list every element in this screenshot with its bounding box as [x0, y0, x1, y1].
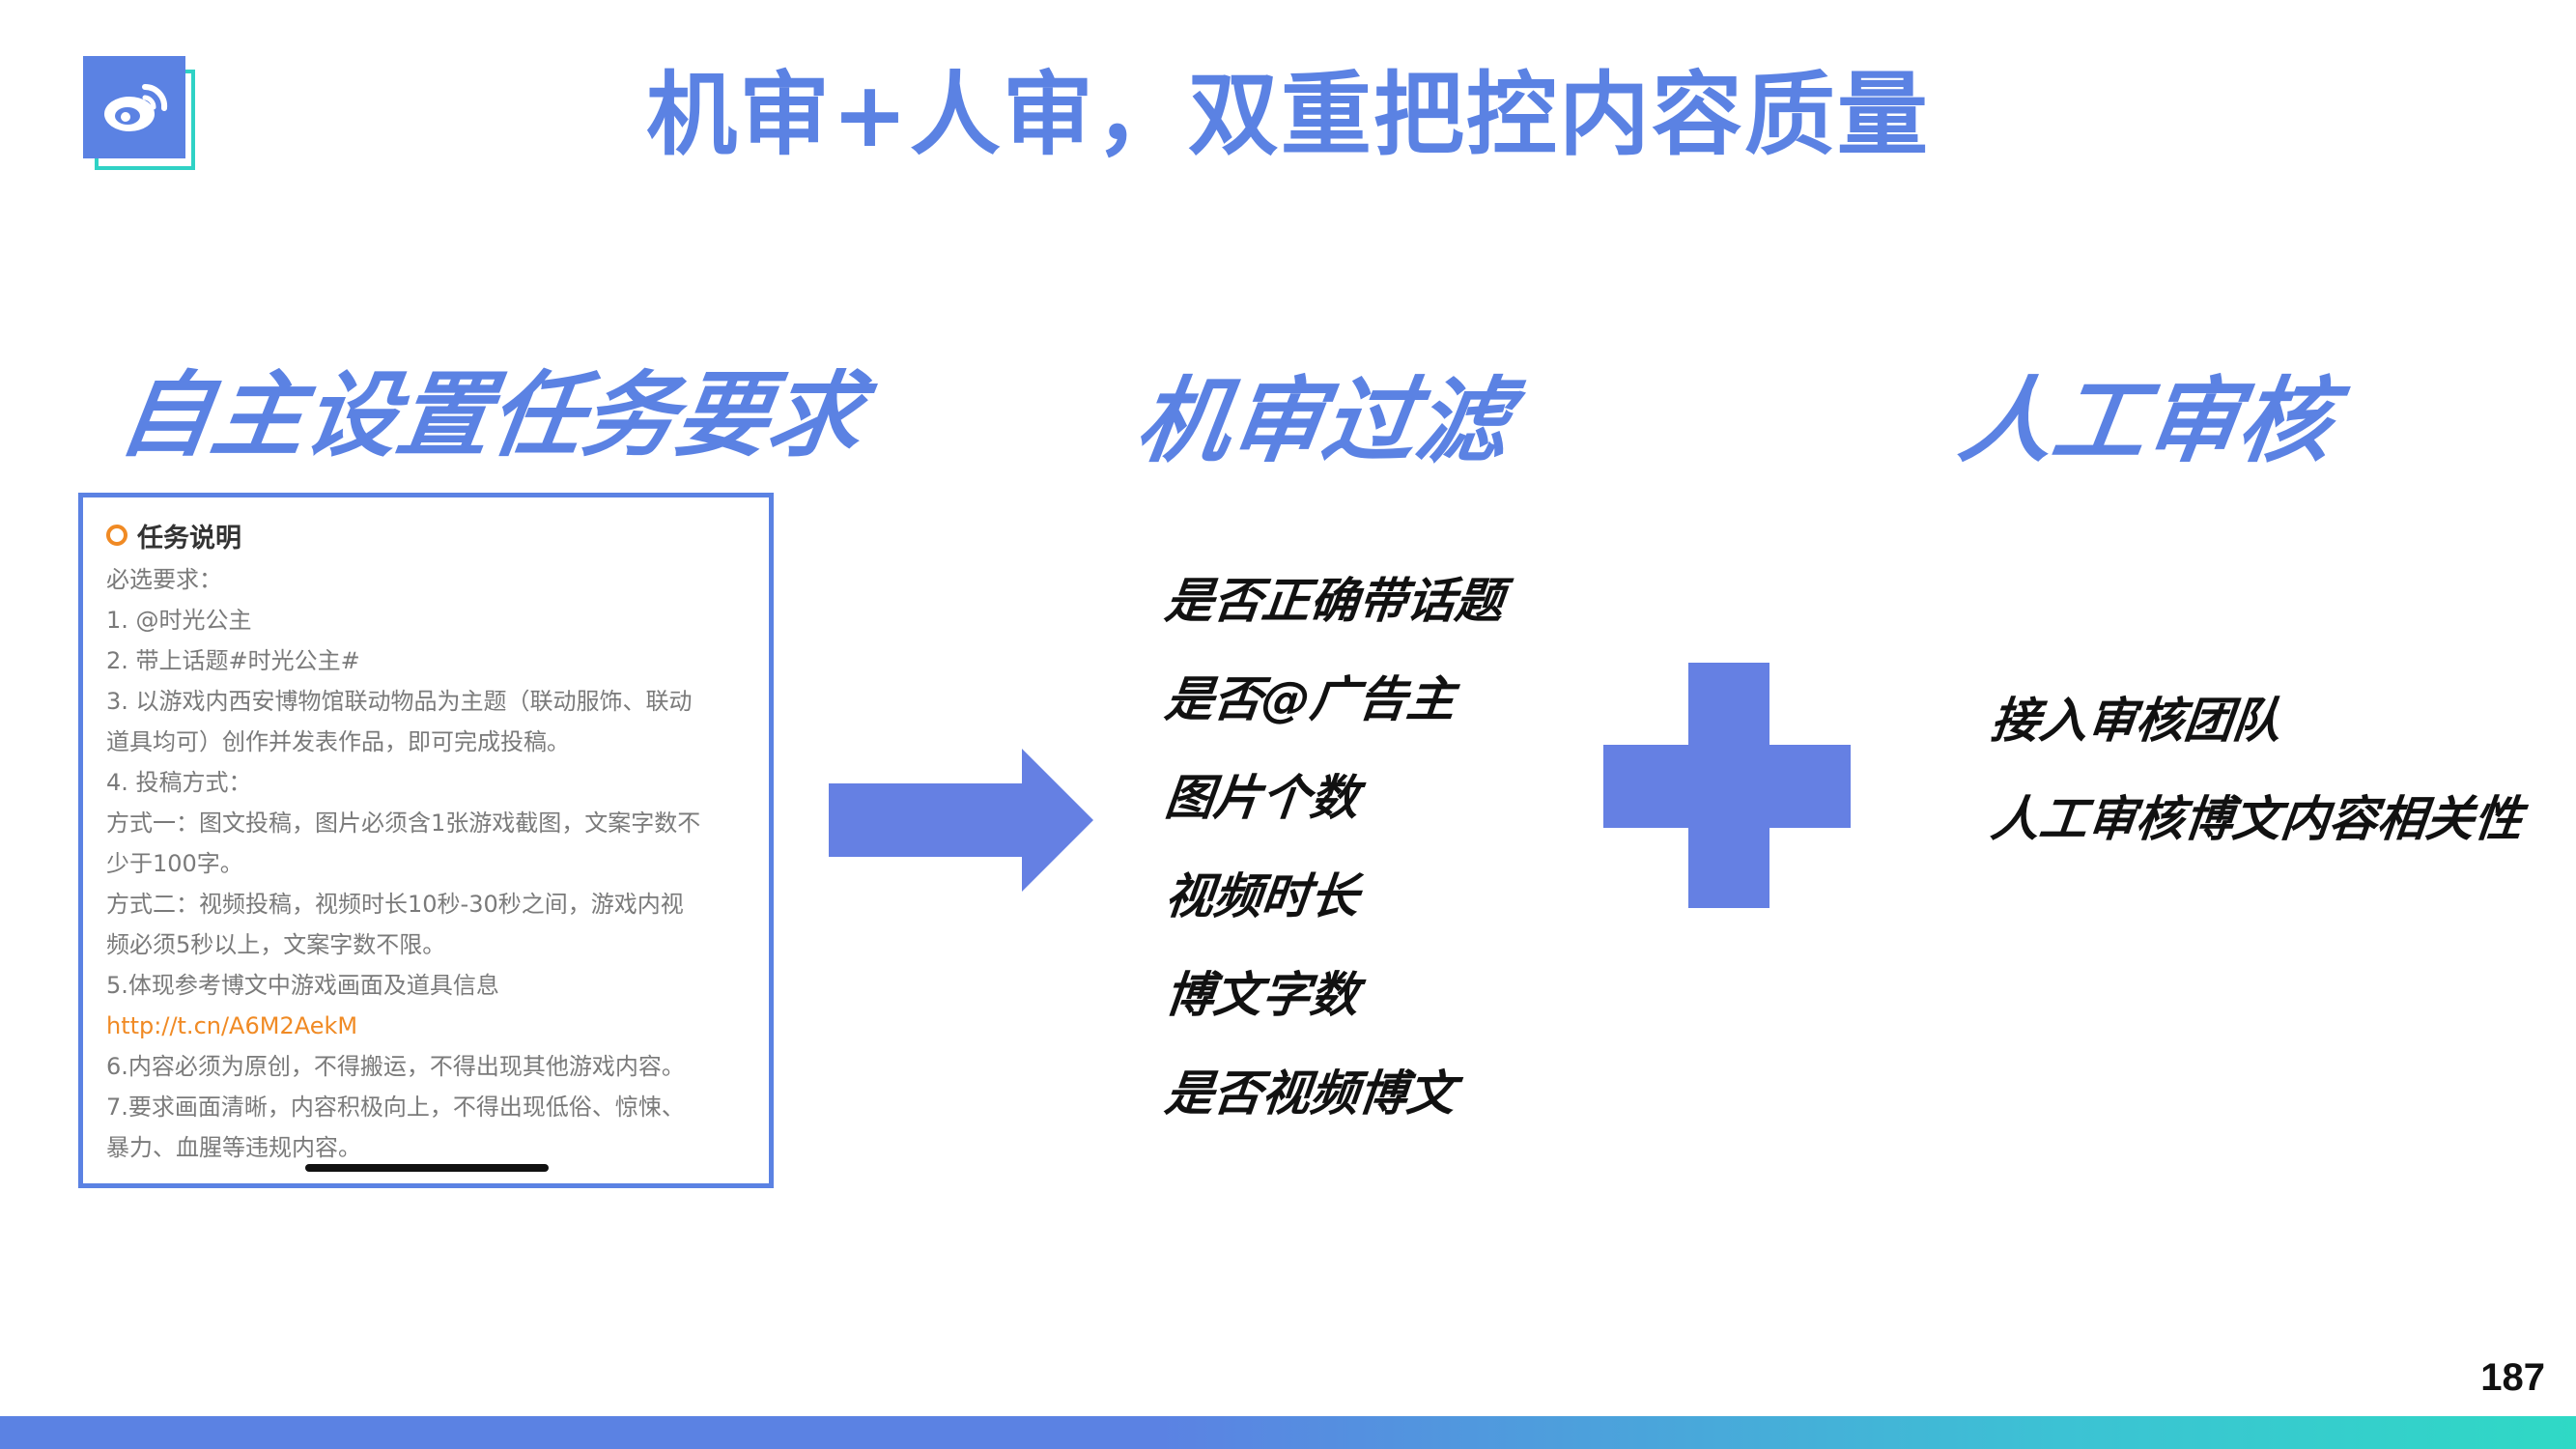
page-number: 187 [2480, 1356, 2545, 1399]
task-line: 2. 带上话题#时光公主# [106, 647, 360, 674]
task-line: 6.内容必须为原创，不得搬运，不得出现其他游戏内容。 [106, 1053, 685, 1080]
task-line: 频必须5秒以上，文案字数不限。 [106, 931, 446, 958]
task-title: 任务说明 [137, 523, 241, 554]
task-line: 道具均可）创作并发表作品，即可完成投稿。 [106, 728, 570, 755]
heading-human-review: 人工审核 [1953, 367, 2339, 475]
task-line: 少于100字。 [106, 850, 243, 877]
home-indicator [305, 1164, 549, 1172]
criteria-item: 视频时长 [1162, 868, 1362, 924]
task-line: 3. 以游戏内西安博物馆联动物品为主题（联动服饰、联动 [106, 688, 693, 715]
criteria-item: 是否正确带话题 [1162, 573, 1507, 629]
criteria-item: 是否@广告主 [1162, 671, 1458, 727]
task-lines: 必选要求： 1. @时光公主 2. 带上话题#时光公主# 3. 以游戏内西安博物… [106, 559, 748, 1168]
machine-review-list: 是否正确带话题 是否@广告主 图片个数 视频时长 博文字数 是否视频博文 [1163, 566, 1507, 1157]
task-line: 1. @时光公主 [106, 607, 252, 634]
criteria-item: 是否视频博文 [1162, 1065, 1458, 1122]
task-line: 必选要求： [106, 566, 222, 593]
reference-link[interactable]: http://t.cn/A6M2AekM [106, 1012, 358, 1039]
page-title: 机审+人审，双重把控内容质量 [646, 63, 1930, 168]
heading-machine-review: 机审过滤 [1130, 367, 1516, 475]
plus-icon [1603, 663, 1851, 908]
task-line: 4. 投稿方式： [106, 769, 252, 796]
review-item: 人工审核博文内容相关性 [1988, 791, 2526, 847]
task-header: 任务说明 [106, 513, 748, 557]
logo-box [83, 56, 185, 158]
right-arrow-icon [829, 749, 1093, 892]
human-review-list: 接入审核团队 人工审核博文内容相关性 [1989, 686, 2526, 883]
task-line: 方式一：图文投稿，图片必须含1张游戏截图，文案字数不 [106, 810, 701, 837]
task-line: 暴力、血腥等违规内容。 [106, 1134, 361, 1161]
task-description-panel: 任务说明 必选要求： 1. @时光公主 2. 带上话题#时光公主# 3. 以游戏… [78, 493, 774, 1188]
criteria-item: 博文字数 [1162, 967, 1362, 1023]
heading-task-requirements: 自主设置任务要求 [112, 361, 869, 469]
task-line: 7.要求画面清晰，内容积极向上，不得出现低俗、惊悚、 [106, 1094, 685, 1121]
review-item: 接入审核团队 [1988, 693, 2284, 749]
task-line: 方式二：视频投稿，视频时长10秒-30秒之间，游戏内视 [106, 891, 684, 918]
bottom-bar [0, 1416, 2576, 1449]
plus-horizontal [1603, 745, 1851, 828]
weibo-logo [83, 56, 199, 172]
bullet-circle-icon [106, 525, 127, 546]
criteria-item: 图片个数 [1162, 770, 1362, 826]
task-line: 5.体现参考博文中游戏画面及道具信息 [106, 972, 499, 999]
weibo-logo-icon [104, 83, 168, 131]
